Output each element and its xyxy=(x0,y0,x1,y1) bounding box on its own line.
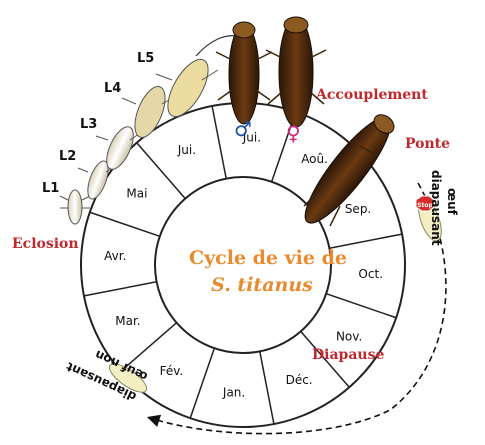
month-label: Mar. xyxy=(115,314,140,328)
female-symbol: ♀ xyxy=(286,121,301,145)
egg-diapausant-label-1: œuf xyxy=(445,188,459,216)
larva-l1 xyxy=(60,190,90,224)
male-symbol: ♂ xyxy=(234,117,252,141)
event-accouplement: Accouplement xyxy=(315,87,428,103)
month-label: Avr. xyxy=(104,249,126,263)
diagram-title: Cycle de vie de xyxy=(189,247,347,269)
stage-label-l4: L4 xyxy=(104,81,121,96)
species-name: S. titanus xyxy=(211,274,313,296)
month-label: Déc. xyxy=(286,373,313,387)
event-ponte: Ponte xyxy=(405,136,450,152)
month-label: Jan. xyxy=(222,386,245,400)
month-label: Sep. xyxy=(345,202,371,216)
event-eclosion: Eclosion xyxy=(12,236,79,252)
month-label: Aoû. xyxy=(301,152,328,166)
month-label: Fév. xyxy=(160,364,184,378)
month-label: Oct. xyxy=(358,267,383,281)
event-diapause: Diapause xyxy=(312,347,384,363)
stage-label-l1: L1 xyxy=(42,181,59,196)
month-label: Mai xyxy=(126,186,147,200)
month-label: Jui. xyxy=(177,143,196,157)
egg-diapausant-label-2: diapausant xyxy=(429,170,443,246)
stage-label-l5: L5 xyxy=(137,51,154,66)
month-label: Nov. xyxy=(336,330,362,344)
stage-label-l3: L3 xyxy=(80,117,97,132)
stage-label-l2: L2 xyxy=(59,149,76,164)
